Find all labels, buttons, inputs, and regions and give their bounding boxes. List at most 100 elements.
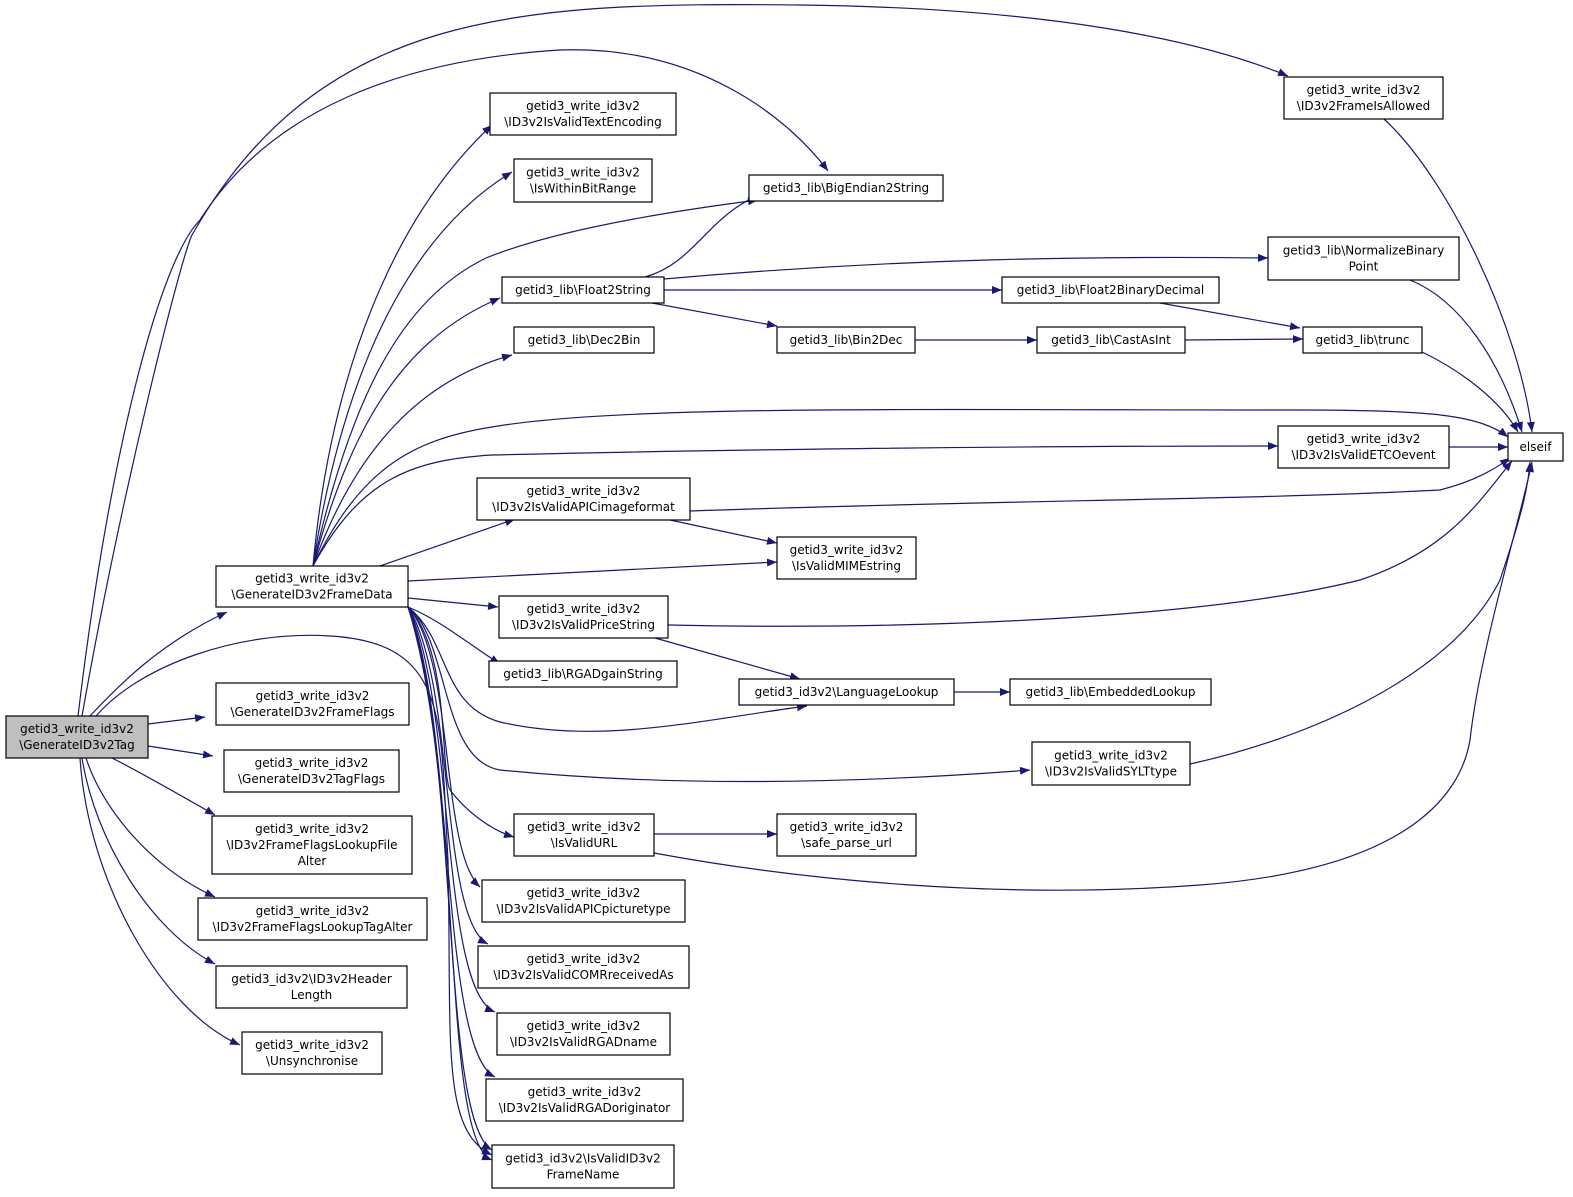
call-edge	[653, 461, 1534, 891]
call-edge	[77, 49, 829, 717]
function-node[interactable]: getid3_write_id3v2\ID3v2IsValidCOMRrecei…	[477, 945, 690, 989]
node-label: getid3_write_id3v2	[790, 543, 904, 557]
node-box	[1283, 76, 1444, 120]
node-box	[488, 660, 678, 688]
function-node[interactable]: getid3_lib\EmbeddedLookup	[1009, 678, 1212, 706]
function-node[interactable]: getid3_write_id3v2\ID3v2FrameIsAllowed	[1283, 76, 1444, 120]
call-edge	[147, 745, 214, 759]
node-label: getid3_write_id3v2	[20, 722, 134, 736]
call-edge	[81, 757, 216, 965]
function-node[interactable]: getid3_lib\Bin2Dec	[776, 326, 916, 354]
node-label: \ID3v2FrameFlagsLookupFile	[226, 838, 397, 852]
node-label: \ID3v2IsValidSYLTtype	[1045, 765, 1177, 779]
node-label: \ID3v2IsValidETCOevent	[1291, 448, 1435, 462]
node-box	[1001, 276, 1220, 304]
function-node[interactable]: getid3_write_id3v2\GenerateID3v2FrameDat…	[215, 565, 409, 608]
node-label: \IsValidURL	[551, 836, 618, 850]
node-label: getid3_write_id3v2	[1307, 432, 1421, 446]
function-node[interactable]: getid3_lib\CastAsInt	[1036, 326, 1186, 354]
node-box	[481, 879, 686, 923]
node-label: getid3_write_id3v2	[527, 820, 641, 834]
node-box	[215, 682, 410, 726]
call-edge	[407, 606, 489, 945]
call-edge	[689, 457, 1511, 512]
node-box	[776, 326, 916, 354]
node-box	[498, 595, 669, 639]
function-node[interactable]: getid3_write_id3v2\ID3v2IsValidRGADorigi…	[485, 1078, 684, 1122]
function-node[interactable]: getid3_write_id3v2\ID3v2FrameFlagsLookup…	[197, 897, 428, 941]
node-label: \ID3v2IsValidAPICpicturetype	[497, 902, 671, 916]
call-edge	[667, 460, 1513, 627]
function-node[interactable]: getid3_write_id3v2 \IsValidMIMEstring	[776, 536, 917, 580]
call-edge	[1383, 118, 1535, 433]
node-label: getid3_lib\BigEndian2String	[763, 181, 929, 195]
node-label: \GenerateID3v2TagFlags	[238, 772, 385, 786]
function-node[interactable]: getid3_write_id3v2\ID3v2FrameFlagsLookup…	[211, 815, 413, 875]
node-label: \IsValidMIMEstring	[792, 559, 901, 573]
node-label: Alter	[298, 854, 327, 868]
call-edge	[85, 757, 216, 898]
node-label: elseif	[1520, 440, 1553, 454]
function-node[interactable]: getid3_write_id3v2\ID3v2IsValidRGADname	[496, 1012, 671, 1056]
node-label: \Unsynchronise	[266, 1054, 358, 1068]
call-edge	[1421, 351, 1519, 433]
function-node[interactable]: getid3_lib\Dec2Bin	[513, 326, 655, 354]
function-node[interactable]: getid3_lib\Float2String	[501, 276, 665, 304]
node-box	[211, 815, 413, 875]
node-label: getid3_write_id3v2	[527, 886, 641, 900]
function-node[interactable]: getid3_write_id3v2\ID3v2IsValidTextEncod…	[489, 92, 677, 136]
call-edge	[379, 518, 516, 567]
function-node[interactable]: getid3_write_id3v2 \GenerateID3v2TagFlags	[223, 749, 400, 793]
call-edge	[407, 606, 493, 1151]
function-node[interactable]: getid3_lib\trunc	[1302, 326, 1423, 354]
node-label: \GenerateID3v2FrameData	[231, 588, 392, 602]
function-node[interactable]: elseif	[1507, 432, 1564, 462]
call-edge	[312, 197, 759, 567]
root-function-node[interactable]: getid3_write_id3v2 \GenerateID3v2Tag	[5, 715, 149, 759]
node-label: Length	[291, 988, 332, 1002]
function-node[interactable]: getid3_write_id3v2\ID3v2IsValidSYLTtype	[1031, 741, 1191, 786]
call-edge	[407, 606, 501, 665]
node-box	[5, 715, 149, 759]
call-edge	[654, 637, 801, 681]
function-node[interactable]: getid3_lib\RGADgainString	[488, 660, 678, 688]
node-label: getid3_lib\Bin2Dec	[790, 333, 903, 347]
function-node[interactable]: getid3_write_id3v2\ID3v2IsValidPriceStri…	[498, 595, 669, 639]
node-label: \GenerateID3v2FrameFlags	[230, 705, 394, 719]
call-edge	[407, 606, 493, 1161]
node-label: Point	[1349, 260, 1379, 274]
node-box	[215, 965, 408, 1009]
call-edge	[407, 558, 778, 582]
function-node[interactable]: getid3_write_id3v2 \ID3v2IsValidAPICpictu…	[481, 879, 686, 923]
call-edge	[1409, 279, 1523, 433]
function-node[interactable]: getid3_write_id3v2\safe_parse_url	[776, 813, 917, 857]
node-box	[513, 813, 655, 857]
node-label: FrameName	[547, 1168, 620, 1182]
function-node[interactable]: getid3_lib\Float2BinaryDecimal	[1001, 276, 1220, 304]
function-node[interactable]: getid3_write_id3v2\Unsynchronise	[241, 1031, 383, 1075]
function-node[interactable]: getid3_write_id3v2 \ID3v2IsValidETCOevent	[1277, 425, 1450, 469]
node-label: getid3_id3v2\LanguageLookup	[755, 685, 939, 699]
function-node[interactable]: getid3_id3v2\LanguageLookup	[738, 678, 955, 706]
function-node[interactable]: getid3_write_id3v2\GenerateID3v2FrameFla…	[215, 682, 410, 726]
function-node[interactable]: getid3_lib\BigEndian2String	[748, 174, 944, 202]
node-label: \ID3v2FrameFlagsLookupTagAlter	[213, 920, 413, 934]
node-box	[1277, 425, 1450, 469]
node-box	[215, 565, 409, 608]
call-edge	[1184, 335, 1304, 344]
call-edge	[111, 757, 216, 816]
node-box	[776, 536, 917, 580]
function-node[interactable]: getid3_write_id3v2 \IsValidURL	[513, 813, 655, 857]
node-label: getid3_write_id3v2	[255, 756, 369, 770]
call-edge	[407, 597, 499, 610]
node-box	[1302, 326, 1423, 354]
function-node[interactable]: getid3_write_id3v2\ID3v2IsValidAPICimage…	[476, 477, 691, 521]
node-box	[748, 174, 944, 202]
function-node[interactable]: getid3_write_id3v2\IsWithinBitRange	[513, 158, 653, 203]
node-box	[1507, 432, 1564, 462]
node-label: \GenerateID3v2Tag	[19, 738, 135, 752]
node-label: getid3_write_id3v2	[1307, 83, 1421, 97]
